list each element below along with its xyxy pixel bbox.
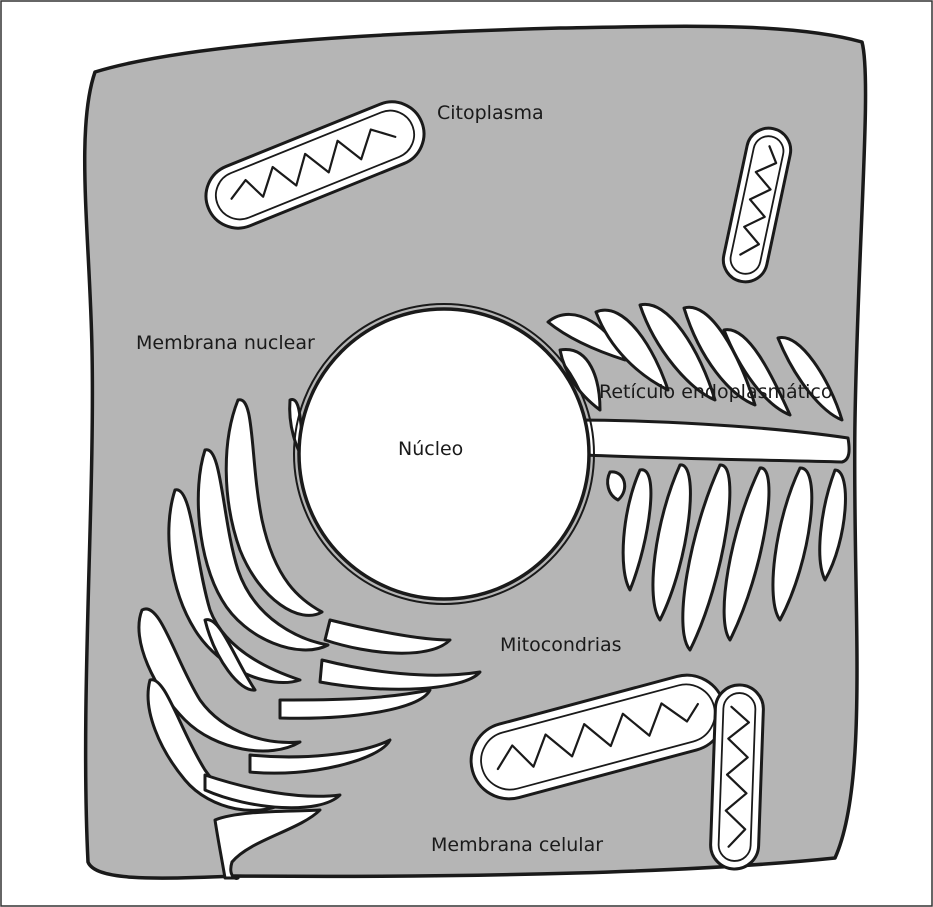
label-membrana-nuclear: Membrana nuclear (136, 332, 315, 354)
label-mitocondrias: Mitocondrias (500, 634, 622, 656)
label-citoplasma: Citoplasma (437, 102, 544, 124)
label-membrana-celular: Membrana celular (431, 834, 603, 856)
label-reticulo-endoplasmatico: Retículo endoplasmático (599, 381, 832, 403)
label-nucleo: Núcleo (398, 438, 463, 460)
mitochondrion-bottom-right (710, 684, 764, 870)
